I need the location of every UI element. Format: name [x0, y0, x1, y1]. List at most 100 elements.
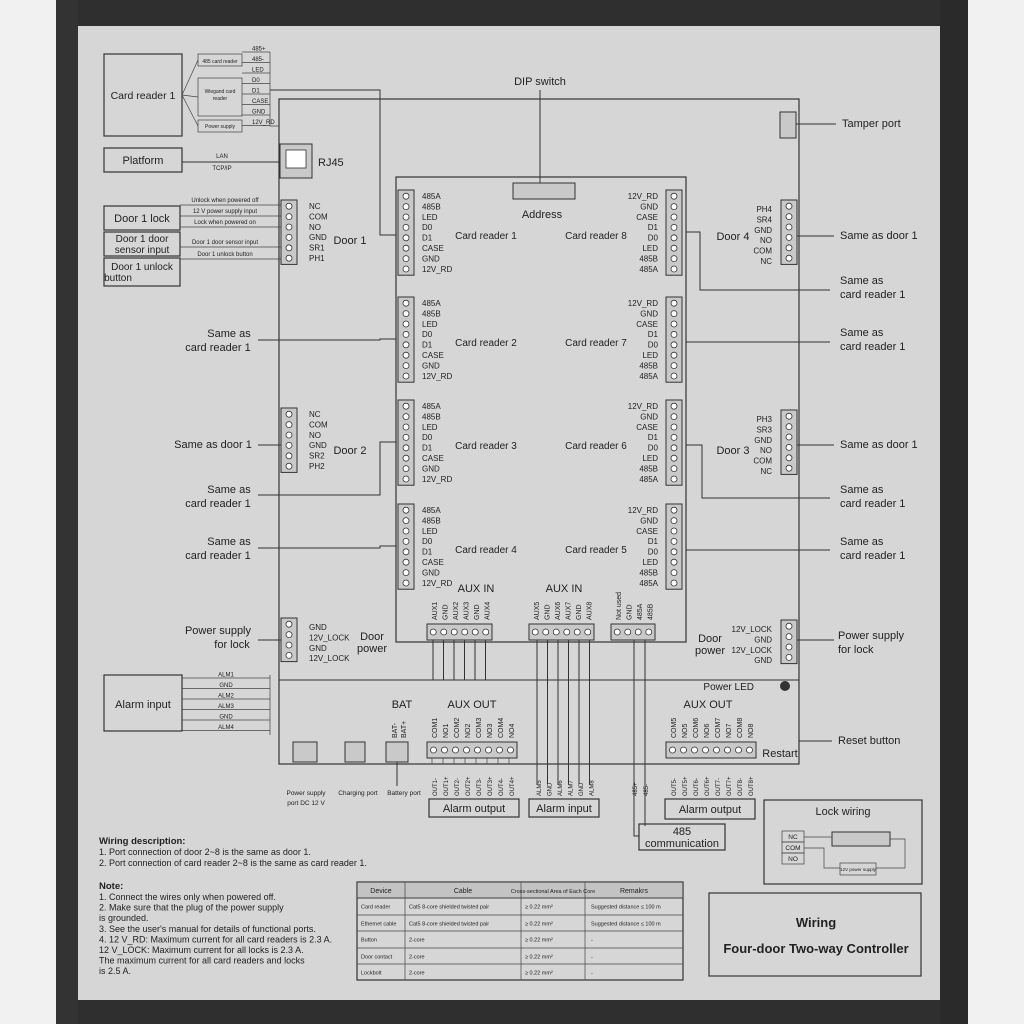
door-pin-label: NC: [760, 257, 772, 266]
table-cell: 2-core: [409, 971, 425, 977]
reader-pin-label: D1: [648, 330, 659, 339]
aux-in-pin: AUX7: [566, 602, 573, 620]
door-pin-label: GND: [754, 436, 772, 445]
aux-in-1-terminal: [426, 623, 493, 641]
power-led-indicator: [780, 681, 790, 691]
door-pin-label: SR3: [756, 425, 772, 434]
controller-board: [278, 98, 800, 765]
svg-text:BAT: BAT: [392, 699, 413, 711]
svg-text:Alarm input: Alarm input: [536, 803, 592, 815]
terminal-pin: [402, 423, 410, 431]
out-pin: OUT8-: [738, 778, 744, 796]
svg-text:for lock: for lock: [838, 644, 874, 656]
terminal-pin: [463, 746, 470, 754]
reader-terminal-right: [665, 296, 683, 383]
same-as-label: Same as: [207, 536, 251, 548]
svg-text:Door 1 door: Door 1 door: [116, 234, 169, 245]
terminal-pin: [785, 443, 793, 451]
terminal-pin: [670, 299, 678, 307]
reader-pin-label: CASE: [636, 527, 658, 536]
lock-power-pin: 12V_LOCK: [732, 625, 773, 634]
alm-pin: ALM6: [558, 780, 564, 796]
terminal-pin: [402, 372, 410, 380]
aux-in-pin: AUX5: [534, 602, 541, 620]
table-cell: ≥ 0.22 mm²: [525, 905, 553, 911]
reset-button-label: Reset button: [838, 735, 900, 747]
terminal-pin: [670, 203, 678, 211]
aux-in-pin: 485B: [648, 603, 655, 620]
terminal-pin: [670, 506, 678, 514]
terminal-pin: [285, 441, 293, 449]
door1-lock-label: Door 1 lock: [114, 213, 170, 225]
same-as-label: card reader 1: [185, 550, 250, 562]
same-as-label: card reader 1: [185, 498, 250, 510]
svg-text:485 card reader: 485 card reader: [202, 59, 238, 65]
reader-pin-label: LED: [422, 213, 438, 222]
door-pin-label: NO: [760, 236, 772, 245]
cr-ext-pin-label: CASE: [252, 99, 268, 105]
terminal-pin: [402, 213, 410, 221]
terminal-pin: [402, 341, 410, 349]
aux-in-pin: AUX6: [555, 602, 562, 620]
same-as-door-label: Same as door 1: [174, 439, 252, 451]
reader-pin-label: CASE: [422, 558, 444, 567]
aux-in-pin: GND: [627, 604, 634, 620]
svg-text:AUX IN: AUX IN: [458, 583, 495, 595]
reader-pin-label: LED: [642, 244, 658, 253]
reader-terminal-left: [397, 399, 415, 486]
same-as-label: Same as: [207, 328, 251, 340]
aux-out-pin: NO2: [465, 724, 472, 739]
alarm-wire-label: ALM1: [218, 673, 234, 679]
terminal-pin: [670, 213, 678, 221]
svg-text:Door 1 unlock: Door 1 unlock: [111, 262, 174, 273]
aux-out-pin: NO1: [443, 724, 450, 739]
door4-terminal: [780, 199, 798, 265]
terminal-pin: [702, 746, 709, 754]
bat-pin: BAT+: [401, 721, 408, 738]
reader-pin-label: 485B: [639, 464, 658, 473]
svg-text:Power supply: Power supply: [286, 790, 326, 797]
alm-pin: ALM7: [569, 780, 575, 796]
terminal-pin: [573, 628, 581, 636]
same-as-label: card reader 1: [840, 498, 905, 510]
door-pin-label: NO: [760, 446, 772, 455]
alm-pin: GND: [548, 782, 554, 796]
aux-out-pin: COM1: [432, 718, 439, 738]
terminal-pin: [670, 351, 678, 359]
table-cell: Button: [361, 938, 377, 944]
aux-in-pin: AUX1: [432, 602, 439, 620]
terminal-pin: [402, 579, 410, 587]
terminal-pin: [507, 746, 514, 754]
terminal-pin: [785, 454, 793, 462]
lock-pin-label: NO: [788, 856, 798, 863]
terminal-pin: [670, 444, 678, 452]
table-cell: Cat5 8-core shielded twisted pair: [409, 922, 489, 928]
terminal-pin: [402, 558, 410, 566]
terminal-pin: [670, 244, 678, 252]
note-line: The maximum current for all card readers…: [99, 956, 305, 966]
terminal-pin: [670, 341, 678, 349]
svg-text:for lock: for lock: [214, 639, 250, 651]
aux-out-pin: NO6: [704, 724, 711, 739]
aux-out-pin: COM5: [671, 718, 678, 738]
terminal-pin: [485, 746, 492, 754]
reader-pin-label: D0: [422, 433, 433, 442]
terminal-pin: [441, 746, 448, 754]
door-pin-label: GND: [309, 441, 327, 450]
terminal-pin: [474, 746, 481, 754]
reader-pin-label: 485A: [639, 475, 658, 484]
reader-pin-label: 485A: [639, 265, 658, 274]
terminal-pin: [691, 746, 698, 754]
door-pin-label: NC: [760, 467, 772, 476]
svg-text:Wiegand card: Wiegand card: [205, 89, 236, 95]
reader-pin-label: CASE: [636, 423, 658, 432]
terminal-pin: [285, 421, 293, 429]
note-line: 2. Make sure that the plug of the power …: [99, 903, 284, 913]
terminal-pin: [402, 234, 410, 242]
terminal-pin: [785, 433, 793, 441]
terminal-pin: [402, 244, 410, 252]
door1-wire-label: Lock when powered on: [194, 220, 256, 226]
terminal-pin: [670, 362, 678, 370]
terminal-pin: [402, 203, 410, 211]
same-as-door-label: Same as door 1: [840, 439, 918, 451]
